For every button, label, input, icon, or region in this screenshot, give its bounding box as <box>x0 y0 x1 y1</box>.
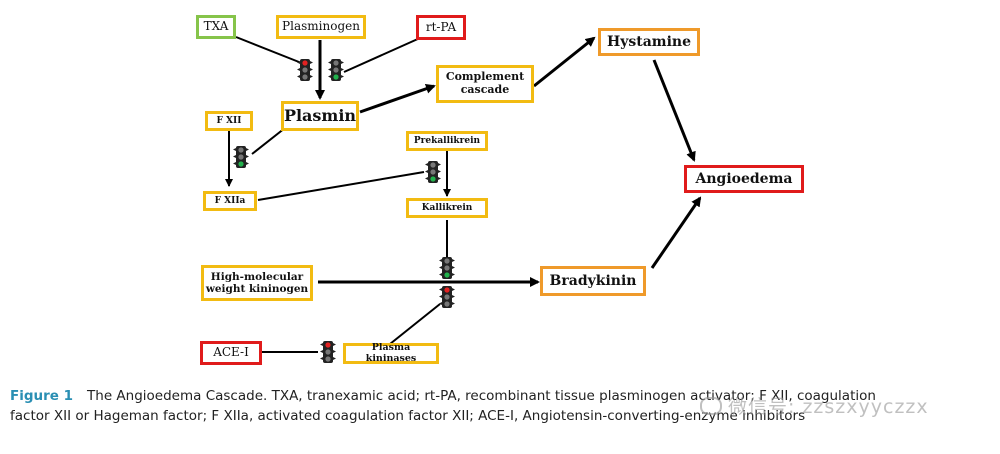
acei-kininases-light-icon <box>320 341 336 363</box>
fxiia-to-prekallikrein-light-line <box>257 171 425 201</box>
hystamine-node: Hystamine <box>598 28 700 56</box>
plasmin-node: Plasmin <box>281 101 359 131</box>
hystamine-to-angioedema-arrow <box>652 59 696 162</box>
complement-cascade-node: Complement cascade <box>436 65 534 103</box>
hmwk-line-2: weight kininogen <box>205 283 309 295</box>
txa-plasmin-light-icon <box>297 59 313 81</box>
caption-line-1: Figure 1 The Angioedema Cascade. TXA, tra… <box>10 386 990 406</box>
watermark: 微信号: zzszxyyczzx <box>700 392 929 419</box>
kallikrein-node: Kallikrein <box>406 198 488 218</box>
rtpa-to-plasmin-line <box>343 37 421 73</box>
fxii-activation-light-icon <box>233 146 249 168</box>
wechat-icon <box>700 397 722 415</box>
kininases-to-bradykinin-light-line <box>389 303 441 345</box>
watermark-text: 微信号: zzszxyyczzx <box>728 396 929 418</box>
plasmin-to-fxii-light-line <box>251 127 286 155</box>
figure-label: Figure 1 <box>10 388 74 404</box>
txa-to-plasmin-line <box>235 36 300 63</box>
prekallikrein-activation-light-icon <box>425 161 441 183</box>
caption-text-1: The Angioedema Cascade. TXA, tranexamic … <box>87 388 876 404</box>
angioedema-node: Angioedema <box>684 165 804 193</box>
txa-node: TXA <box>196 15 236 39</box>
hmwk-kallikrein-light-icon <box>439 257 455 279</box>
acei-node: ACE-I <box>200 341 262 365</box>
plasminogen-node: Plasminogen <box>276 15 366 39</box>
caption-line-2: factor XII or Hageman factor; F XIIa, ac… <box>10 408 806 424</box>
bradykinin-node: Bradykinin <box>540 266 646 296</box>
figure-caption: Figure 1 The Angioedema Cascade. TXA, tra… <box>10 386 990 426</box>
plasmin-to-complement-arrow <box>359 83 436 114</box>
bradykinin-degradation-light-icon <box>439 286 455 308</box>
fxii-node: F XII <box>205 111 253 131</box>
hmwk-node: High-molecular weight kininogen <box>201 265 313 301</box>
plasma-kininases-node: Plasma kininases <box>343 342 439 364</box>
rtpa-plasmin-light-icon <box>328 59 344 81</box>
complement-line-2: cascade <box>460 83 510 96</box>
fxiia-node: F XIIa <box>203 191 257 211</box>
complement-line-1: Complement <box>445 70 525 84</box>
prekallikrein-node: Prekallikrein <box>406 131 488 151</box>
bradykinin-to-angioedema-arrow <box>650 196 702 269</box>
rtpa-node: rt-PA <box>416 15 466 40</box>
connector-layer <box>225 36 702 363</box>
hmwk-line-1: High-molecular <box>210 270 304 283</box>
complement-to-hystamine-arrow <box>533 36 596 88</box>
